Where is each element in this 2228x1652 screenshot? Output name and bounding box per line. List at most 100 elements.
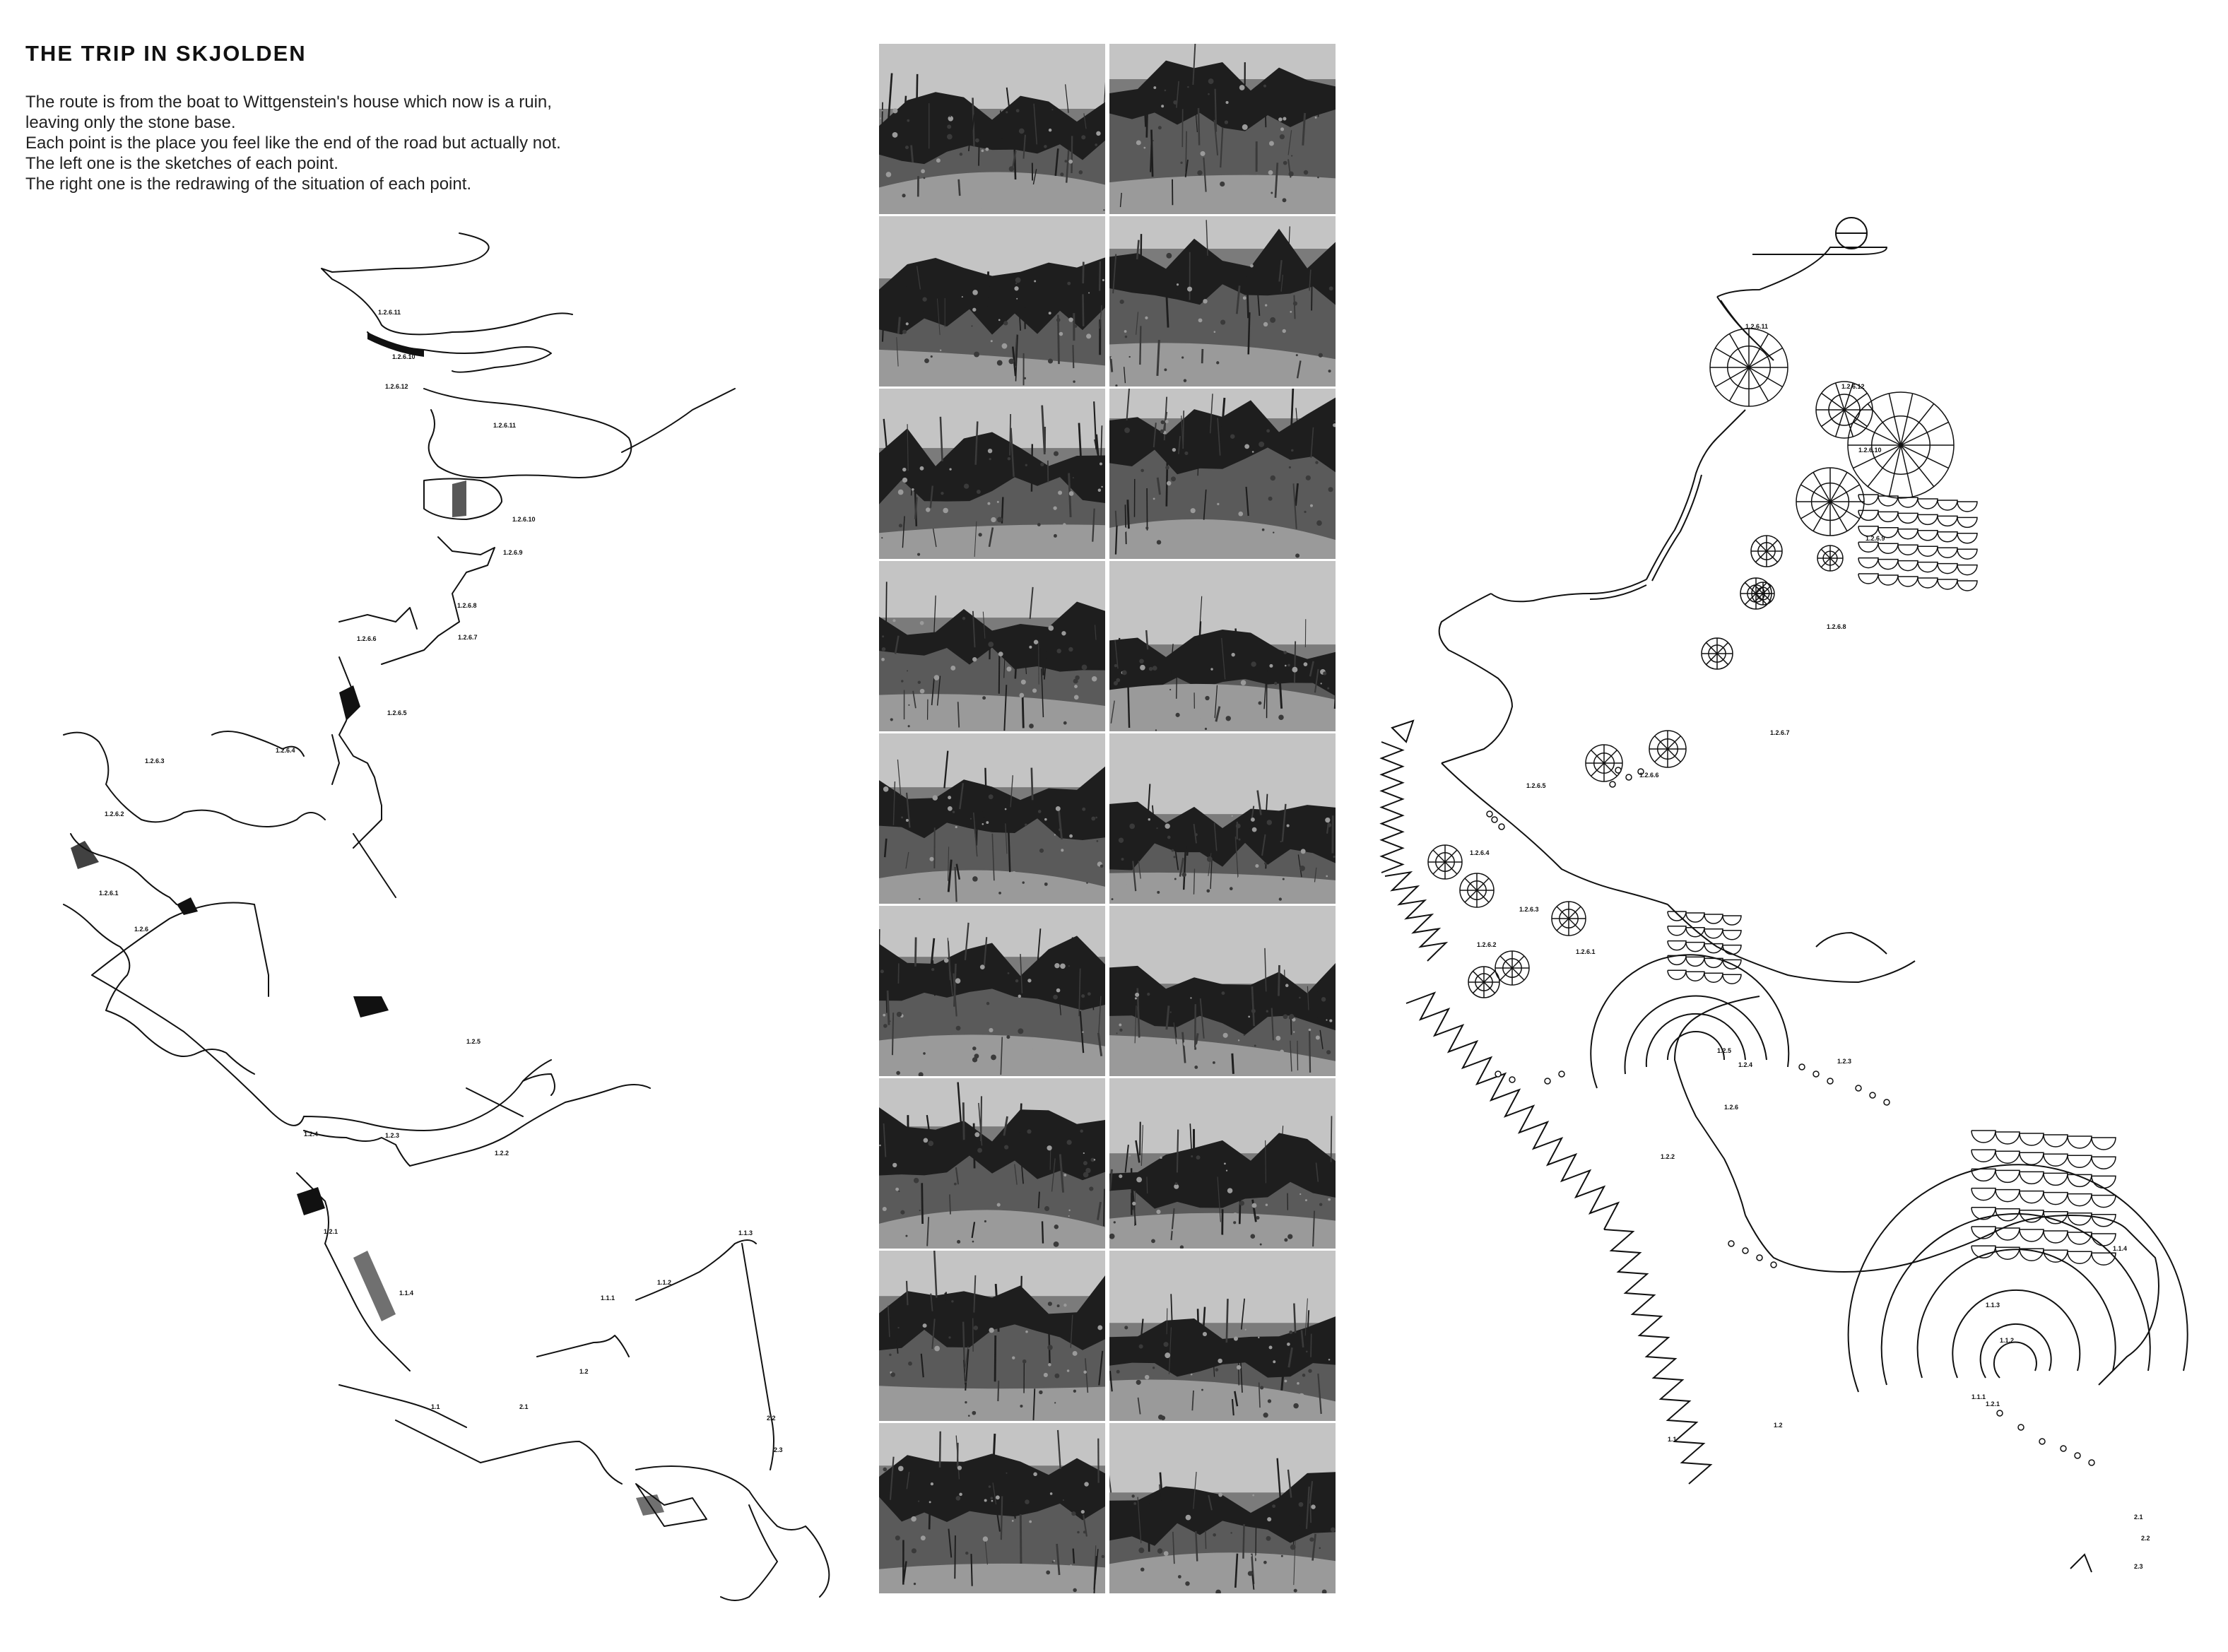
sketch-line bbox=[331, 734, 340, 785]
dot-marker bbox=[1486, 810, 1493, 818]
sketch-shading bbox=[177, 897, 198, 915]
triangle-wall-lower bbox=[1603, 1229, 1713, 1485]
dots bbox=[1486, 767, 2095, 1466]
sketch-line bbox=[720, 1504, 778, 1601]
rosette bbox=[1751, 582, 1775, 606]
sketch-point-label: 1.2.6.6 bbox=[357, 635, 377, 642]
landscape-photo bbox=[879, 389, 1105, 559]
sketch-point-label: 1.2.6.11 bbox=[378, 309, 401, 316]
rosette bbox=[1649, 730, 1687, 768]
description-line: The right one is the redrawing of the si… bbox=[25, 175, 472, 194]
landscape-photo bbox=[879, 216, 1105, 387]
sketch-line bbox=[338, 656, 382, 849]
sketch-line bbox=[353, 833, 396, 898]
route-sketch: 1.2.6.111.2.6.101.2.6.121.2.6.111.2.6.10… bbox=[63, 232, 830, 1601]
route-redrawing: 1.2.6.111.2.6.121.2.6.101.2.6.91.2.6.81.… bbox=[1379, 217, 2188, 1573]
drawing-point-label: 1.2.2 bbox=[1661, 1153, 1675, 1160]
scale-grid bbox=[1667, 911, 1742, 984]
rosette bbox=[1815, 381, 1873, 439]
sketch-point-label: 1.2.6.10 bbox=[392, 353, 415, 360]
arc-building bbox=[1979, 1323, 2052, 1379]
sketch-point-label: 1.1.3 bbox=[738, 1229, 753, 1237]
top-structure bbox=[1716, 247, 1887, 297]
rosette bbox=[1709, 328, 1788, 407]
sketch-line bbox=[409, 1084, 651, 1167]
path-line bbox=[1441, 762, 1668, 905]
drawing-point-label: 1.2.4 bbox=[1738, 1061, 1752, 1068]
drawing-point-label: 1.2 bbox=[1774, 1422, 1783, 1429]
arc-building bbox=[1952, 1289, 2081, 1379]
sketch-point-label: 1.2.3 bbox=[385, 1132, 399, 1139]
landscape-photo bbox=[879, 561, 1105, 731]
sketch-point-label: 2.3 bbox=[774, 1446, 783, 1453]
dot-marker bbox=[2088, 1459, 2095, 1466]
triangle-marker bbox=[1391, 719, 1415, 743]
path-line bbox=[1716, 296, 1774, 361]
sketch-line bbox=[91, 974, 552, 1131]
drawing-point-label: 2.1 bbox=[2134, 1514, 2143, 1521]
triangle-wall-upper bbox=[1384, 871, 1449, 962]
sketch-point-label: 1.2.6.11 bbox=[493, 422, 516, 429]
sketch-line bbox=[395, 1420, 481, 1463]
drawing-point-label: 1.2.6.5 bbox=[1526, 782, 1546, 789]
sketch-point-label: 1.2.6.4 bbox=[276, 747, 295, 754]
drawing-point-label: 1.2.6 bbox=[1724, 1104, 1738, 1111]
sketch-line bbox=[303, 1130, 411, 1167]
sketch-line bbox=[635, 1239, 757, 1301]
dot-marker bbox=[1498, 823, 1505, 830]
sketch-line bbox=[338, 1384, 467, 1428]
sketch-point-label: 1.2.6.10 bbox=[512, 516, 536, 523]
drawing-point-label: 1.2.6.1 bbox=[1576, 948, 1596, 955]
path-line bbox=[1490, 579, 1647, 603]
description-line: The left one is the sketches of each poi… bbox=[25, 154, 338, 173]
path-line bbox=[1438, 593, 1513, 764]
drawing-point-label: 1.2.1 bbox=[1986, 1400, 2000, 1408]
arc-building bbox=[1645, 1013, 1746, 1068]
drawing-point-label: 1.2.6.3 bbox=[1519, 906, 1539, 913]
rosette bbox=[1459, 873, 1495, 908]
landscape-photo bbox=[879, 44, 1105, 214]
drawing-point-label: 1.1.4 bbox=[2113, 1245, 2127, 1252]
sketch-point-label: 1.1.4 bbox=[399, 1290, 413, 1297]
drawing-point-label: 1.2.6.9 bbox=[1865, 535, 1885, 542]
sketch-line bbox=[211, 731, 305, 757]
sketch-line bbox=[423, 388, 632, 478]
landscape-photo bbox=[1109, 1078, 1336, 1249]
dot-marker bbox=[1728, 1240, 1735, 1247]
dot-marker bbox=[1742, 1247, 1749, 1254]
sketch-line bbox=[63, 731, 326, 827]
drawing-point-label: 2.3 bbox=[2134, 1563, 2143, 1570]
sketch-line bbox=[621, 388, 736, 453]
rosettes bbox=[1427, 328, 1955, 998]
sketch-line bbox=[254, 904, 269, 997]
drawing-point-label: 1.2.6.6 bbox=[1639, 772, 1659, 779]
dot-marker bbox=[1615, 767, 1622, 774]
description-line: leaving only the stone base. bbox=[25, 113, 236, 132]
sketch-line bbox=[296, 1172, 329, 1244]
sketch-point-label: 1.2.1 bbox=[324, 1228, 338, 1235]
sketch-shading bbox=[71, 841, 99, 869]
sketch-shading bbox=[353, 1251, 396, 1321]
sketch-line bbox=[321, 232, 573, 336]
sketch-labels: 1.2.6.111.2.6.101.2.6.121.2.6.111.2.6.10… bbox=[99, 309, 783, 1453]
triangle-wall-lower bbox=[1405, 991, 1620, 1230]
drawing-point-label: 1.2.6.7 bbox=[1770, 729, 1790, 736]
photo-grid bbox=[879, 44, 1337, 1600]
description-line: The route is from the boat to Wittgenste… bbox=[25, 93, 552, 112]
sketch-point-label: 2.2 bbox=[767, 1415, 776, 1422]
sketch-line bbox=[423, 478, 502, 520]
dot-marker bbox=[1770, 1261, 1777, 1268]
scale-grid bbox=[1971, 1130, 2116, 1265]
sketch-point-label: 1.2.6.1 bbox=[99, 890, 119, 897]
dot-marker bbox=[1544, 1078, 1551, 1085]
landscape-photo bbox=[1109, 906, 1336, 1076]
sketch-line bbox=[635, 1465, 806, 1530]
dot-marker bbox=[1637, 768, 1644, 775]
sketch-line bbox=[466, 1087, 524, 1117]
sketch-line bbox=[536, 1335, 630, 1357]
arc-building bbox=[1624, 995, 1767, 1075]
triangle-marker bbox=[2070, 1553, 2092, 1573]
sketch-line bbox=[63, 904, 131, 1011]
landscape-photo bbox=[879, 733, 1105, 904]
